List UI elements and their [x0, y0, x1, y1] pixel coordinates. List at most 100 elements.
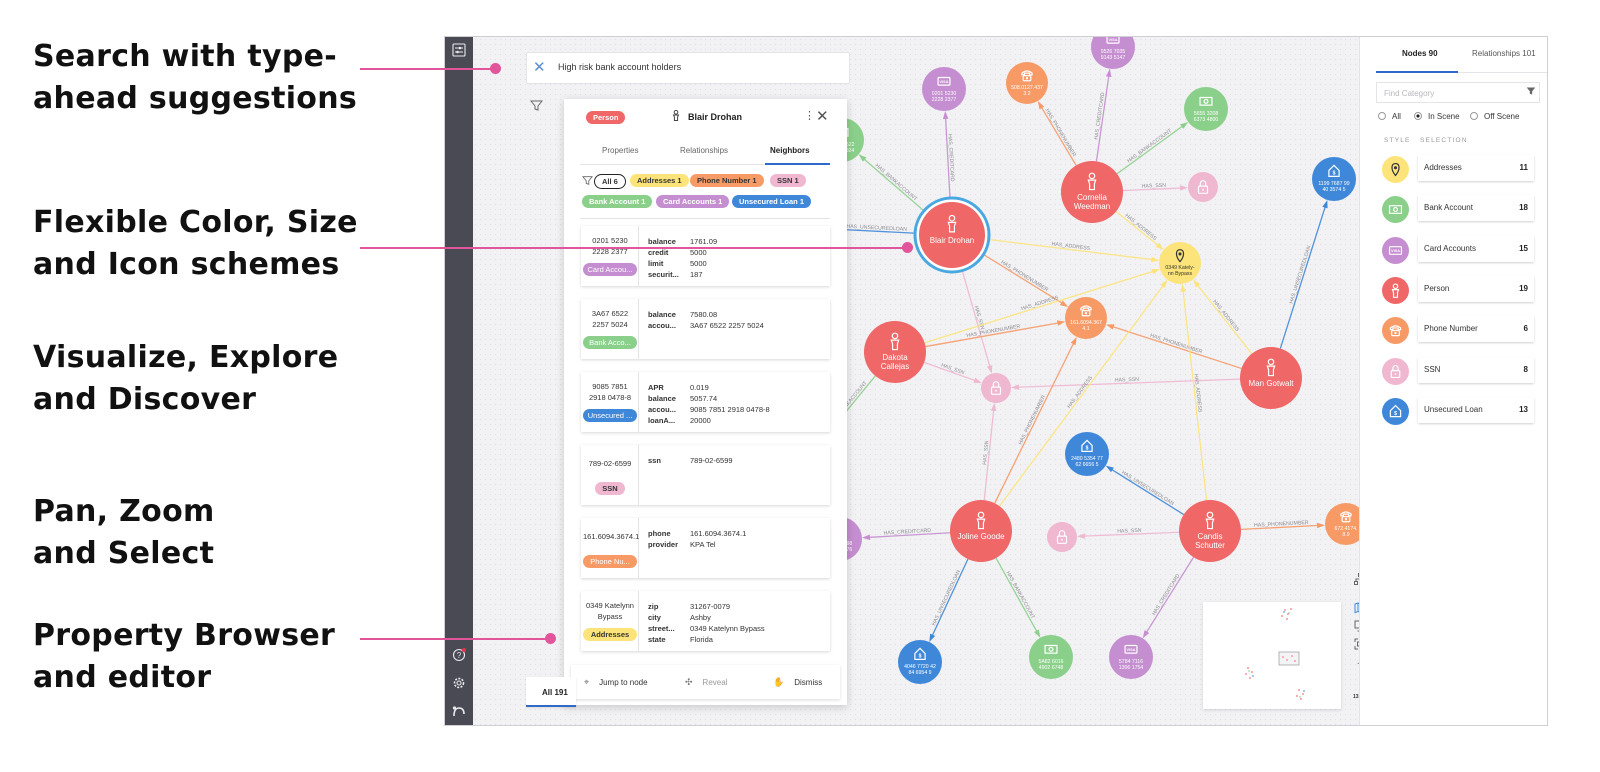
jump-to-node-button[interactable]: ⌖Jump to node	[584, 677, 648, 688]
tab-nodes[interactable]: Nodes 90	[1402, 49, 1438, 58]
graph-edge[interactable]: HAS_ADDRESS	[924, 269, 1160, 344]
filter-chip[interactable]: Card Accounts 1	[656, 195, 730, 208]
search-query[interactable]: High risk bank account holders	[558, 62, 682, 72]
help-icon[interactable]: ?	[451, 648, 467, 664]
property-row[interactable]: securit...187	[648, 269, 824, 280]
graph-edge[interactable]: HAS_CREDITCARD	[861, 528, 951, 541]
filter-icon[interactable]	[1526, 86, 1536, 98]
category-style-swatch[interactable]: VISA	[1382, 236, 1409, 264]
tab-all[interactable]: All 191	[526, 677, 576, 707]
graph-edge[interactable]: HAS_UNSECUREDLOAN	[929, 558, 969, 643]
tab-neighbors[interactable]: Neighbors	[770, 146, 810, 155]
find-category-input[interactable]: Find Category	[1376, 82, 1540, 103]
category-style-swatch[interactable]	[1382, 317, 1409, 345]
filter-chip[interactable]: Bank Account 1	[582, 195, 653, 208]
clear-search-icon[interactable]: ✕	[533, 59, 546, 76]
graph-edge[interactable]: HAS_SSN	[1010, 377, 1241, 390]
graph-edge[interactable]: HAS_ADDRESS	[1193, 279, 1253, 355]
graph-edge[interactable]: HAS_BANKACCOUNT	[858, 154, 928, 214]
graph-edge[interactable]: HAS_SSN	[960, 266, 993, 374]
graph-edge[interactable]: HAS_BANKACCOUNT	[1116, 121, 1189, 175]
graph-edge[interactable]: HAS_SSN	[1076, 528, 1180, 539]
graph-edge[interactable]: HAS_PHONENUMBER	[1240, 520, 1326, 531]
graph-edge[interactable]: HAS_ADDRESS	[984, 238, 1160, 263]
filter-chip[interactable]: SSN 1	[770, 174, 806, 187]
property-row[interactable]: loanA...20000	[648, 415, 824, 426]
category-style-swatch[interactable]	[1382, 357, 1409, 385]
filter-icon[interactable]	[527, 99, 545, 117]
graph-edge[interactable]: HAS_CREDITCARD	[1094, 68, 1112, 162]
graph-node-ssn[interactable]	[981, 373, 1011, 403]
graph-node-ssn[interactable]	[1047, 522, 1077, 552]
filter-icon[interactable]	[581, 175, 594, 189]
category-style-swatch[interactable]	[1382, 196, 1409, 224]
graph-edge[interactable]: HAS_SSN	[923, 361, 982, 383]
category-style-swatch[interactable]	[1382, 156, 1409, 183]
search-box[interactable]: ✕ High risk bank account holders	[526, 52, 850, 84]
graph-node-person[interactable]: Joline Goode	[950, 500, 1012, 562]
close-icon[interactable]: ✕	[816, 108, 829, 125]
graph-edge[interactable]: HAS_PHONENUMBER	[1105, 324, 1242, 370]
graph-edge[interactable]: HAS_CREDITCARD	[942, 110, 955, 203]
graph-edge[interactable]: HAS_PHONENUMBER	[994, 336, 1077, 504]
graph-edge[interactable]: HAS_UNSECUREDLOAN	[1279, 199, 1328, 349]
tab-relationships[interactable]: Relationships	[680, 146, 729, 155]
graph-edge[interactable]: HAS_CREDITCARD	[1142, 556, 1195, 639]
graph-edge[interactable]: HAS_PHONENUMBER	[925, 320, 1066, 348]
filter-chip[interactable]: Phone Number 1	[690, 174, 764, 187]
graph-node-ssn[interactable]	[1188, 172, 1218, 202]
filter-chip[interactable]: All 6	[594, 174, 626, 189]
graph-edge[interactable]: HAS_ADDRESS	[1180, 283, 1208, 501]
graph-edge[interactable]: HAS_PHONENUMBER	[1037, 101, 1077, 166]
filter-chip[interactable]: Unsecured Loan 1	[732, 195, 812, 208]
radio-in-scene[interactable]: In Scene	[1414, 112, 1460, 121]
minimap[interactable]	[1203, 602, 1341, 709]
property-row[interactable]: accou...3A67 6522 2257 5024	[648, 320, 824, 331]
category-style-swatch[interactable]	[1382, 276, 1409, 304]
graph-node-person[interactable]: Man Gotwalt	[1240, 347, 1302, 409]
reveal-button[interactable]: ✣Reveal	[685, 677, 727, 688]
radio-off-scene[interactable]: Off Scene	[1470, 112, 1519, 121]
property-row[interactable]: accou...9085 7851 2918 0478-8	[648, 404, 824, 415]
graph-node-address[interactable]: 0349 Kately-nn Bypass	[1159, 242, 1201, 284]
settings-sliders-icon[interactable]	[451, 43, 467, 59]
property-row[interactable]: street...0349 Katelynn Bypass	[648, 623, 824, 634]
